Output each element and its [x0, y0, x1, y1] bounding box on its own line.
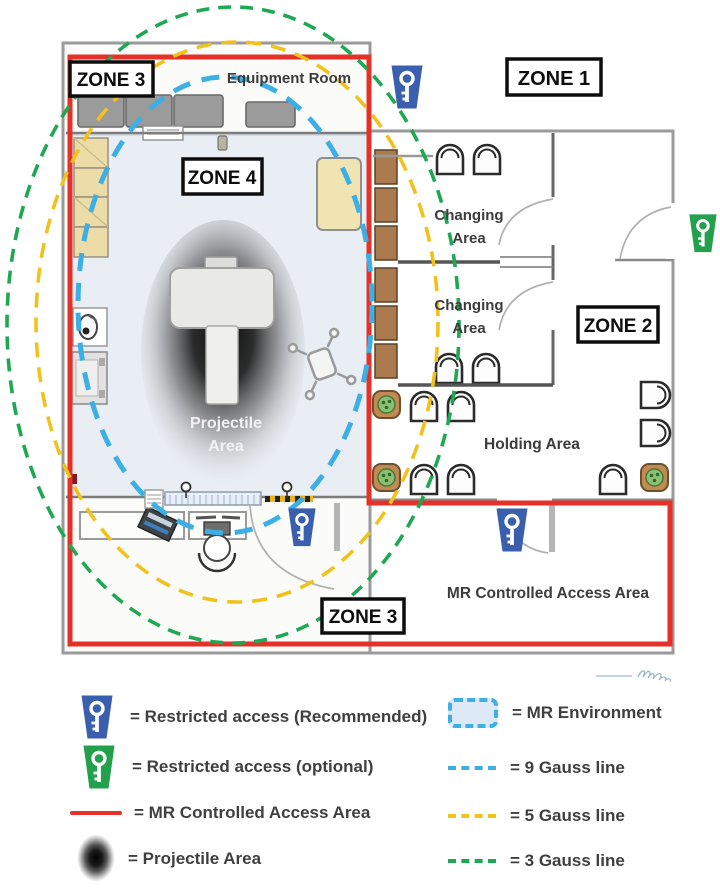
green-key-icon: [82, 744, 116, 790]
changing-area-2-label-line1: Changing: [434, 297, 503, 314]
floor-plan: Equipment Room Changing Area Changing Ar…: [5, 5, 719, 690]
legend-item-mr-controlled-access: = MR Controlled Access Area: [70, 800, 370, 826]
zone-4-label: ZONE 4: [188, 168, 257, 189]
mr-controlled-access-area-label: MR Controlled Access Area: [447, 585, 650, 602]
lockers: [374, 149, 398, 379]
restricted-access-key-icon-optional-right: [687, 212, 719, 254]
legend-item-projectile-area: = Projectile Area: [76, 834, 261, 884]
changing-area-1-label-line2: Area: [452, 230, 486, 247]
legend-label: = Projectile Area: [128, 849, 262, 868]
red-line-icon: [70, 811, 122, 815]
five-gauss-line: [34, 40, 440, 604]
legend-label: = 3 Gauss line: [510, 851, 625, 870]
zone-1-label: ZONE 1: [518, 68, 590, 90]
door-buzzer: [69, 474, 77, 484]
legend-item-5-gauss: = 5 Gauss line: [448, 804, 625, 828]
zone-2-label: ZONE 2: [584, 316, 653, 337]
zone-3-top-label: ZONE 3: [77, 70, 146, 91]
signature-scribble: [596, 670, 672, 690]
zone-labels: ZONE 3 ZONE 1 ZONE 4 ZONE 2 ZONE 3: [68, 57, 660, 635]
changing-area-2-label-line2: Area: [452, 320, 486, 337]
green-dashed-line-icon: [448, 859, 496, 863]
door-swings: [249, 198, 672, 590]
control-room-desks: [79, 505, 247, 573]
legend-item-3-gauss: = 3 Gauss line: [448, 849, 625, 873]
blue-key-icon: [80, 694, 114, 740]
mri-scanner: [169, 256, 275, 405]
equipment-room-label: Equipment Room: [227, 70, 351, 87]
door-leaf: [549, 505, 555, 552]
projectile-area-label-line1: Projectile: [190, 415, 262, 432]
mr-room-equipment-unit: [71, 351, 108, 405]
nine-gauss-line: [75, 74, 375, 536]
mr-controlled-access-boundary: [67, 54, 673, 647]
room-labels: Equipment Room Changing Area Changing Ar…: [190, 70, 649, 602]
changing-area-1-label-line1: Changing: [434, 207, 503, 224]
ceiling-lamps: [180, 481, 293, 498]
projectile-blob-icon: [76, 834, 116, 884]
mr-room-cabinets: [73, 137, 109, 258]
legend-item-9-gauss: = 9 Gauss line: [448, 756, 625, 780]
legend-item-mr-environment: = MR Environment: [448, 698, 662, 728]
legend-label: = Restricted access (optional): [132, 757, 374, 776]
wheelchair-icon: [287, 327, 357, 401]
blue-dashed-line-icon: [448, 766, 496, 770]
projectile-area-label-line2: Area: [208, 438, 244, 455]
control-window: [144, 489, 262, 509]
mr-room-table: [316, 157, 362, 231]
legend-label: = MR Controlled Access Area: [134, 803, 371, 822]
legend-item-restricted-recommended: = Restricted access (Recommended): [80, 694, 427, 740]
legend-label: = Restricted access (Recommended): [130, 707, 428, 726]
mr-environment-swatch-icon: [448, 698, 498, 728]
legend-label: = 9 Gauss line: [510, 758, 625, 777]
holding-area-label: Holding Area: [484, 436, 580, 453]
legend-label: = 5 Gauss line: [510, 806, 625, 825]
right-building-wall: [368, 129, 675, 655]
door-leaf: [334, 503, 340, 551]
three-gauss-line: [5, 5, 461, 645]
legend-item-restricted-optional: = Restricted access (optional): [82, 744, 373, 790]
equipment-room-cabinets: [77, 94, 296, 128]
legend-label: = MR Environment: [512, 703, 662, 722]
yellow-dashed-line-icon: [448, 814, 496, 818]
zone-3-bottom-label: ZONE 3: [329, 607, 398, 628]
